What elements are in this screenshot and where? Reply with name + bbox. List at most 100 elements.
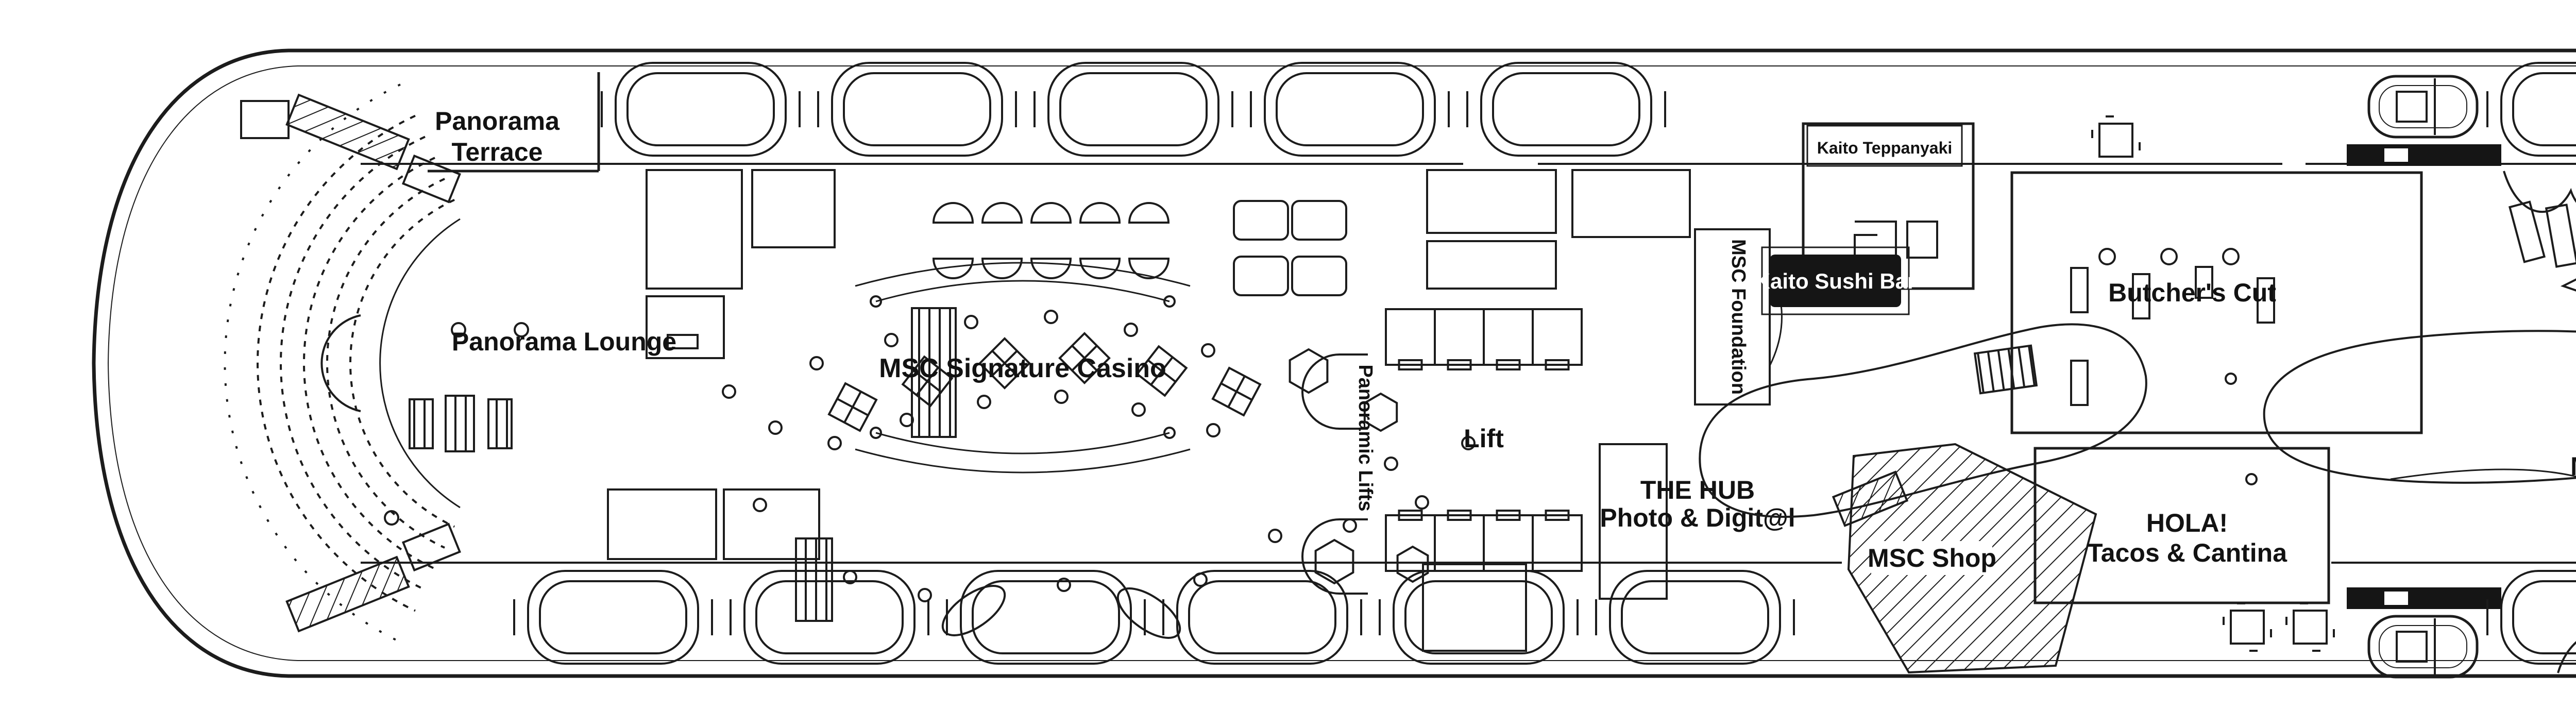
- d: [916, 366, 939, 396]
- gaming-table: [1211, 366, 1262, 417]
- lift-door: [1398, 510, 1423, 521]
- casino-stool: [827, 436, 842, 450]
- casino-stool: [1131, 402, 1146, 417]
- kaito-teppanyaki-label: Kaito Teppanyaki: [1817, 139, 1953, 157]
- amphitheatre-seat-row: [326, 178, 445, 549]
- lifeboat-row-top: [601, 62, 2576, 157]
- deck-table-top: [2098, 123, 2133, 158]
- lift-door: [1545, 510, 1570, 521]
- casino-stool: [1206, 423, 1221, 437]
- gaming-table: [827, 382, 878, 432]
- panoramic-lift-cab-bottom: [1301, 518, 1368, 595]
- rescue-boat-top: [2347, 75, 2501, 166]
- casino-stool: [918, 588, 932, 602]
- masters-of-the-sea-label: Masters of the Sea: [2570, 452, 2576, 481]
- amphitheatre-seat-row: [349, 198, 455, 528]
- side-gangway-doors: [2557, 641, 2576, 673]
- broadcasting-room: Broadcasting Room: [2390, 468, 2576, 480]
- msc-signature-casino: MSC Signature Casino: [722, 200, 1476, 639]
- deck-table: [2223, 602, 2272, 652]
- lifeboat: [2500, 570, 2576, 665]
- lifeboat: [1047, 62, 1219, 157]
- lifeboat-inner: [626, 72, 775, 146]
- butchers-cut-label: Butcher's Cut: [2108, 278, 2276, 307]
- deck-table: [2285, 602, 2335, 652]
- gaming-table: [901, 355, 954, 408]
- panorama-terrace-label-line2: Terrace: [452, 138, 543, 166]
- d: [1071, 345, 1098, 372]
- msc-foundation-label: MSC Foundation: [1727, 239, 1749, 395]
- casino-stool: [1343, 518, 1357, 533]
- poker-table: [1289, 348, 1329, 394]
- d: [991, 350, 1018, 377]
- panorama-terrace: Panorama Terrace: [240, 72, 600, 173]
- boat-cradle-top: [2347, 144, 2501, 166]
- lift-door: [1496, 510, 1521, 521]
- amphitheatre-stage: [320, 314, 361, 412]
- casino-stool: [809, 356, 824, 370]
- lifeboat-inner: [2512, 72, 2576, 146]
- stern-railing: [224, 83, 401, 643]
- the-hub-label-line1: THE HUB: [1640, 476, 1755, 504]
- msc-shop: MSC Shop: [1847, 443, 2097, 674]
- lifeboat: [1393, 570, 1565, 665]
- casino-stool: [722, 384, 736, 399]
- panorama-lounge: Panorama Lounge: [384, 322, 699, 526]
- hull-inner-line: [107, 65, 2576, 661]
- casino-stool: [884, 333, 899, 347]
- deck-table-top: [2293, 610, 2328, 645]
- lifeboat-inner: [843, 72, 991, 146]
- the-hub: THE HUB Photo & Digit@l: [1599, 443, 1795, 600]
- time-vallee: Time Vallée: [2503, 171, 2576, 292]
- deck-table-top: [2230, 610, 2265, 645]
- casino-chair: [1079, 202, 1121, 224]
- panoramic-lift-cab-top: [1301, 353, 1368, 430]
- poker-table: [1363, 392, 1398, 432]
- casino-stool: [1201, 343, 1215, 358]
- lift-door: [1545, 359, 1570, 370]
- lift-midship-label: Lift: [1464, 424, 1504, 453]
- open-deck-tables: [2091, 115, 2335, 652]
- msc-foundation: MSC Foundation: [1694, 228, 1783, 406]
- lifeboat: [1480, 62, 1652, 157]
- msc-signature-casino-label: MSC Signature Casino: [879, 353, 1166, 383]
- lifeboat: [743, 570, 916, 665]
- gaming-table: [1136, 345, 1188, 397]
- kaito-sushi-bar-label: Kaito Sushi Bar: [1755, 269, 1916, 293]
- lifeboat-row-bottom: [513, 570, 2576, 665]
- lift-door: [1447, 510, 1472, 521]
- ship-hull: [92, 48, 2576, 678]
- lifeboat-inner: [1621, 580, 1769, 654]
- msc-shop-label: MSC Shop: [1868, 544, 1996, 572]
- poker-table: [1396, 545, 1429, 583]
- lifeboat-inner: [1188, 580, 1336, 654]
- casino-stool: [753, 498, 767, 512]
- hull-outline: [92, 48, 2576, 678]
- masters-of-the-sea: Masters of the Sea: [2570, 452, 2576, 481]
- casino-chair: [932, 258, 974, 279]
- lifeboat: [1264, 62, 1436, 157]
- lifeboat-inner: [755, 580, 904, 654]
- casino-chair: [1128, 202, 1170, 224]
- casino-stool: [977, 395, 991, 409]
- lifeboat-inner: [1404, 580, 1553, 654]
- lifeboat: [831, 62, 1003, 157]
- hola-label-line1: HOLA!: [2146, 509, 2228, 537]
- lifeboat: [615, 62, 787, 157]
- d: [843, 391, 862, 423]
- amphitheatre-seat-row: [280, 136, 426, 591]
- stern-ramp-bottom: [285, 555, 410, 633]
- hola-label-line2: Tacos & Cantina: [2087, 538, 2287, 567]
- d: [1227, 376, 1246, 408]
- panorama-lounge-label: Panorama Lounge: [452, 327, 676, 356]
- stern-ramp-top: [285, 93, 410, 171]
- butchers-cut: Butcher's Cut: [2010, 171, 2423, 434]
- midship-rooms: [1422, 169, 1691, 652]
- the-hub-label-line2: Photo & Digit@l: [1600, 503, 1795, 532]
- lifeboat: [527, 570, 699, 665]
- casino-chair: [1030, 202, 1072, 224]
- lifeboat: [1176, 570, 1348, 665]
- casino-stool: [1054, 390, 1069, 404]
- casino-stool: [1057, 578, 1071, 592]
